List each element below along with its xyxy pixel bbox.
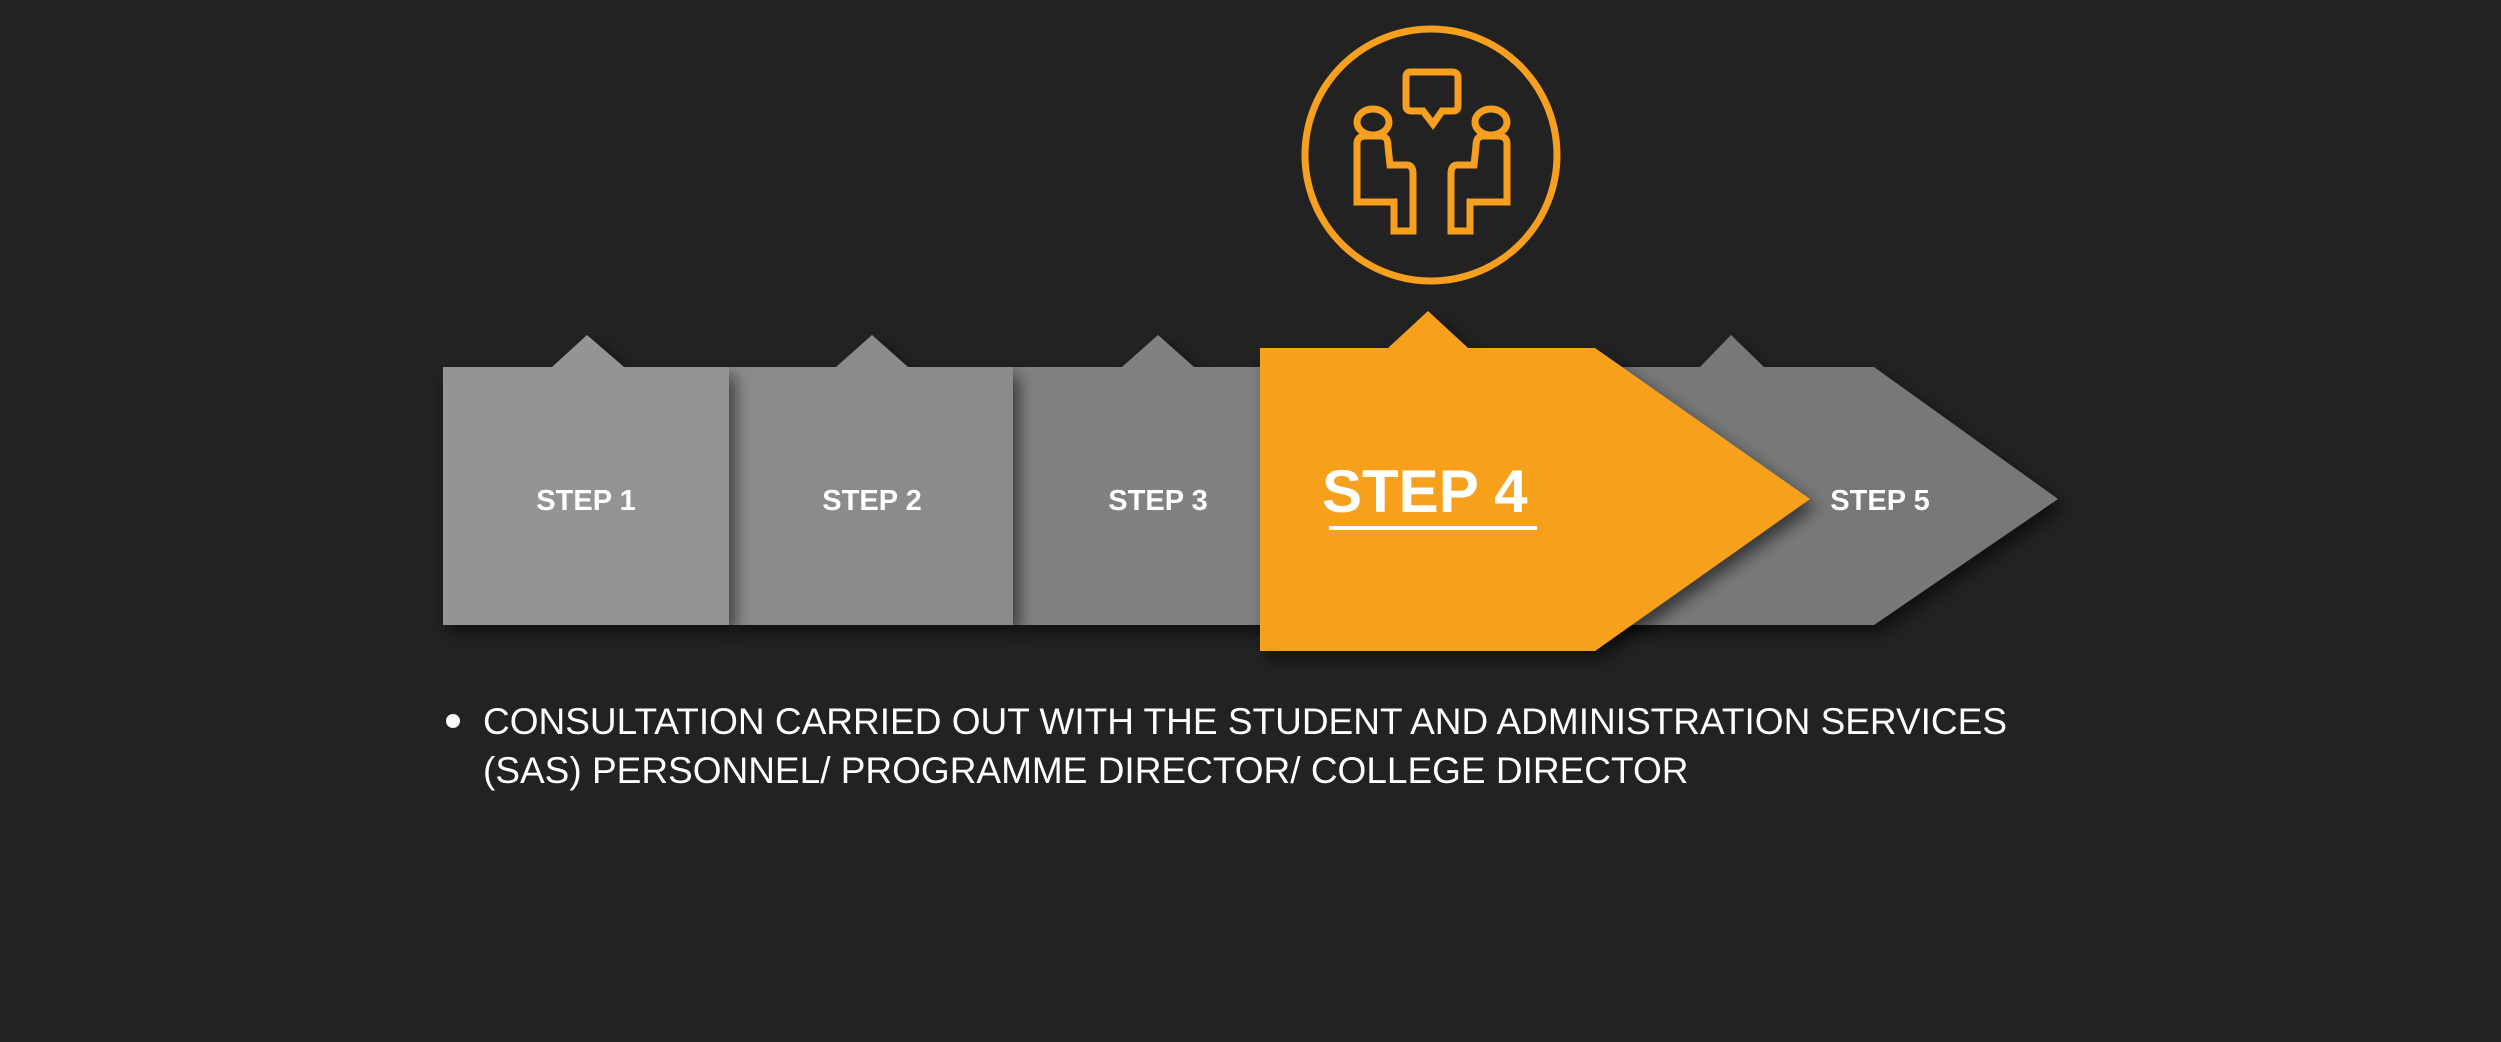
step-1[interactable]: STEP 1 xyxy=(443,335,729,625)
step-5-label: STEP 5 xyxy=(1830,485,1929,517)
step-4-underline xyxy=(1329,526,1537,530)
step-4-label: STEP 4 xyxy=(1322,458,1528,525)
step-1-label: STEP 1 xyxy=(536,485,635,517)
step-3[interactable]: STEP 3 xyxy=(1013,335,1265,625)
step-3-label: STEP 3 xyxy=(1108,485,1207,517)
description-line-2: (SAS) PERSONNEL/ PROGRAMME DIRECTOR/ COL… xyxy=(483,750,1689,791)
step-description: CONSULTATION CARRIED OUT WITH THE STUDEN… xyxy=(483,697,2183,795)
step-2[interactable]: STEP 2 xyxy=(729,335,1013,625)
step-2-label: STEP 2 xyxy=(822,485,921,517)
consultation-people-icon xyxy=(1301,25,1561,285)
bullet-point xyxy=(446,714,460,728)
step-4-active[interactable]: STEP 4 xyxy=(1260,311,1810,651)
description-line-1: CONSULTATION CARRIED OUT WITH THE STUDEN… xyxy=(483,701,2008,742)
